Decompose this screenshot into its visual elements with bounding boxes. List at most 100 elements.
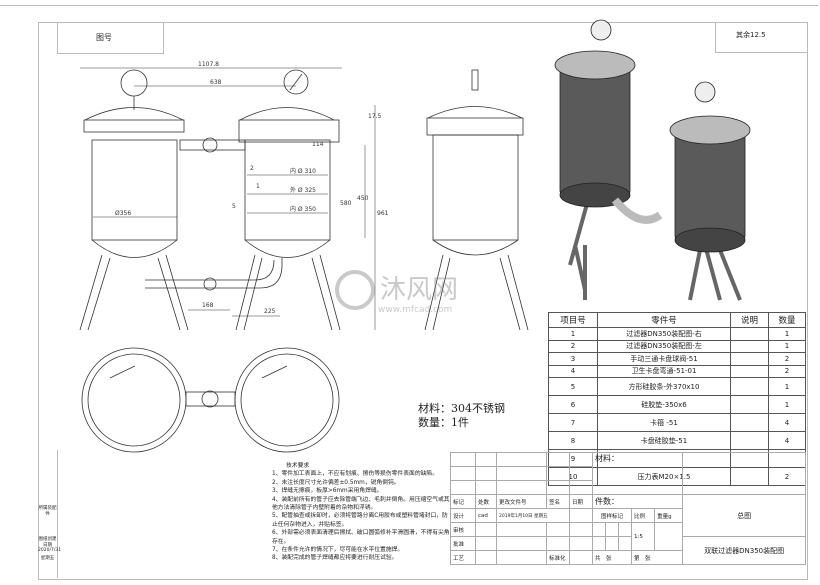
bom-cell-no: 5 — [548, 377, 598, 396]
tech-note-item: 2、未注长度尺寸允许偏差±0.5mm，锐角倒钝。 — [272, 479, 400, 486]
tb-scale-label: 比例 — [630, 508, 656, 523]
tb-approve: 批准 — [450, 536, 476, 551]
bom-cell-part: 方形硅胶条-外370x10 — [597, 377, 731, 396]
bom-header-qty: 数量 — [768, 312, 806, 328]
bom-header-no: 项目号 — [548, 312, 598, 328]
bom-cell-note — [730, 339, 769, 353]
front-view — [79, 67, 376, 331]
roughness-box: 其余12.5 — [715, 22, 807, 53]
quantity-text: 数量：1件 — [418, 416, 469, 429]
tech-note-item: 6、外部需必须表面清理后擦拭、破口圆弧修补平滑圆滑，不得有尖角存在。 — [272, 530, 450, 545]
dim-450: 450 — [357, 195, 369, 202]
tb-design-date: 2019年1月10日 星期五 — [496, 508, 570, 523]
bom-cell-qty: 2 — [768, 352, 806, 366]
dim-t5: 5 — [232, 203, 236, 210]
bom-cell-qty: 1 — [768, 339, 806, 353]
tb-general: 总图 — [682, 494, 806, 537]
bom-cell-part: 过滤器DN350装配图-右 — [597, 327, 731, 341]
drawing-number-box: 图号 — [57, 22, 164, 54]
material-text: 材料：304不锈钢 — [418, 402, 505, 415]
bom-cell-part: 卡盘硅胶垫-51 — [597, 431, 731, 450]
bom-cell-no: 6 — [548, 395, 598, 414]
bom-cell-qty: 1 — [768, 395, 806, 414]
dim-overall-width: 1107.8 — [198, 61, 219, 68]
tb-scale: 1:5 — [630, 522, 656, 551]
bom-cell-part: 过滤器DN350装配图-左 — [597, 339, 731, 353]
bom-cell-note — [730, 431, 769, 450]
tb-sheets-total: 共 张 — [592, 550, 632, 565]
tb-sign: 签名 — [546, 494, 570, 509]
tb-drawing-title: 双联过滤器DN350装配图 — [682, 536, 806, 565]
drawing-number-label: 图号 — [96, 33, 112, 42]
tb-standard: 标准化 — [546, 550, 570, 565]
watermark-url: www.mfcad.com — [378, 305, 452, 315]
tb-designer: cad — [475, 508, 497, 523]
top-view — [81, 347, 340, 453]
tb-change-doc: 更改文件号 — [496, 494, 547, 509]
tech-note-item: 5、配管抽查或拆卸时，必须将管路分离C用胶布或塑料管堵封口，防止任何杂物进入，并… — [272, 513, 448, 528]
bom-cell-note — [730, 413, 769, 432]
bom-header-part: 零件号 — [597, 312, 731, 328]
tech-note-item: 8、装配完成的管子焊缝都应将要进行耐压试验。 — [272, 555, 398, 562]
roughness-label: 其余12.5 — [736, 31, 766, 39]
isometric-render — [554, 19, 751, 301]
dim-168: 168 — [202, 302, 214, 309]
bom-cell-qty: 1 — [768, 327, 806, 341]
bom-cell-note — [730, 364, 769, 378]
dim-t1: 1 — [256, 183, 260, 190]
bom-cell-no: 7 — [548, 413, 598, 432]
tb-mark: 标记 — [450, 494, 476, 509]
frame — [38, 22, 808, 580]
tech-note-item: 7、在条件允许的情况下，尽可能在水平位置施焊。 — [272, 547, 404, 554]
bom-cell-no: 8 — [548, 431, 598, 450]
tb-weight: 重量g — [654, 508, 684, 523]
dim-114: 114 — [312, 141, 324, 148]
assembly-label: 所属装配件 — [38, 506, 57, 517]
dim-inner-310: 内 Ø 310 — [290, 167, 316, 175]
tb-material: 材料： — [591, 452, 684, 495]
dim-center-distance: 638 — [210, 79, 222, 86]
tech-notes: 技术要求 1、零件加工表面上，不应有划痕、擦伤等损伤零件表面的缺陷。2、未注长度… — [272, 462, 452, 563]
bom-cell-no: 2 — [548, 339, 598, 353]
side-view — [424, 69, 529, 331]
tech-note-item: 1、零件加工表面上，不应有划痕、擦伤等损伤零件表面的缺陷。 — [272, 471, 439, 478]
dim-outer-325: 外 Ø 325 — [290, 186, 316, 194]
bom-cell-qty: 4 — [768, 431, 806, 450]
tech-notes-title: 技术要求 — [286, 463, 310, 469]
tech-note-item: 4、装配前所有的管子应去除管端飞边、毛刺并倒角。用压缩空气或其他方法清除管子内壁… — [272, 496, 450, 512]
bom-cell-part: 硅胶垫-350x6 — [597, 395, 731, 414]
tb-process: 工艺 — [450, 550, 476, 565]
watermark: 沐风网 www.mfcad.com — [335, 270, 458, 315]
material-note: 材料：304不锈钢 数量：1件 — [418, 402, 505, 430]
bom-cell-qty: 1 — [768, 377, 806, 396]
bom-cell-part: 卡箍 -51 — [597, 413, 731, 432]
dim-body-dia: Ø356 — [115, 210, 131, 217]
bom-cell-no: 1 — [548, 327, 598, 341]
watermark-name: 沐风网 — [380, 275, 458, 305]
dim-225: 225 — [264, 308, 276, 315]
created-date-label: 图纸创建日期 — [38, 537, 57, 548]
bom-cell-no: 3 — [548, 352, 598, 366]
tb-date: 日期 — [569, 494, 593, 509]
bom-cell-note — [730, 395, 769, 414]
tb-sheet-no: 第 张 — [630, 550, 684, 565]
dim-961: 961 — [377, 210, 389, 217]
tech-note-item: 3、焊缝无擦痕，板厚>6mm采用角焊缝。 — [272, 488, 383, 495]
dim-17-5: 17.5 — [368, 113, 382, 120]
dim-t2: 2 — [250, 165, 254, 172]
created-weekday: 星期五 — [40, 556, 55, 561]
tb-count: 处数 — [475, 494, 497, 509]
bom-cell-qty: 2 — [768, 364, 806, 378]
top-rule — [0, 5, 818, 6]
left-strip — [38, 450, 58, 578]
